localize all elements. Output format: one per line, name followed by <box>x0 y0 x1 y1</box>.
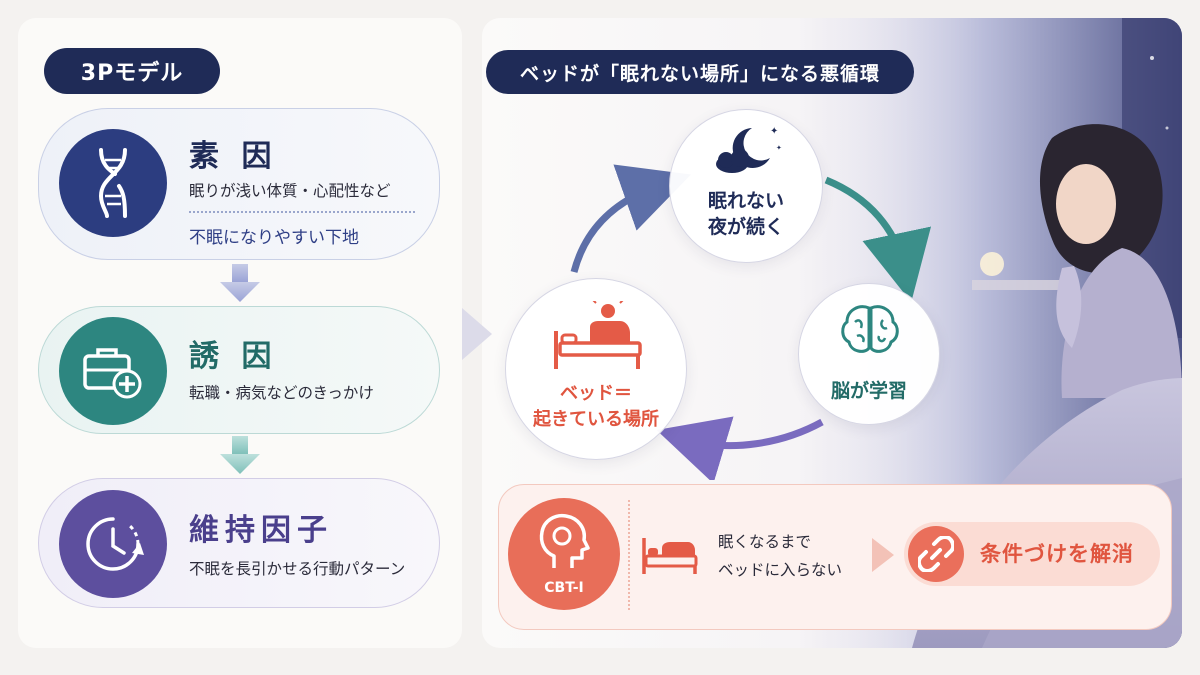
dna-icon <box>59 129 167 237</box>
cycle-node-brain-learns: 脳が学習 <box>798 283 940 425</box>
factor-card-precipitating: 誘 因 転職・病気などのきっかけ <box>38 306 440 434</box>
brain-icon <box>841 305 899 353</box>
cbt-instruction: 眠くなるまで ベッドに入らない <box>718 528 842 584</box>
factor-subtext: 不眠になりやすい下地 <box>189 228 359 248</box>
dotted-divider <box>628 500 630 610</box>
factor-heading: 誘 因 <box>189 339 278 374</box>
right-title: ベッドが「眠れない場所」になる悪循環 <box>486 50 914 94</box>
left-title: 3Pモデル <box>44 48 220 94</box>
bed-icon <box>642 538 698 574</box>
cbt-result-text: 条件づけを解消 <box>980 542 1134 566</box>
factor-heading: 維持因子 <box>189 513 333 548</box>
factor-description: 不眠を長引かせる行動パターン <box>189 560 406 578</box>
node-line2: 起きている場所 <box>533 409 659 430</box>
moon-cloud-icon: ✦ ✦ <box>716 126 782 173</box>
svg-text:✦: ✦ <box>776 144 782 152</box>
person-in-bed-icon <box>554 301 642 369</box>
factor-card-predisposing: 素 因 眠りが浅い体質・心配性など 不眠になりやすい下地 <box>38 108 440 260</box>
cbt-label: CBT-I <box>544 580 584 596</box>
head-icon <box>539 513 590 568</box>
svg-text:✦: ✦ <box>770 126 778 137</box>
node-line1: 眠れない <box>707 190 784 212</box>
node-label: 脳が学習 <box>830 380 907 402</box>
node-line1: ベッド＝ <box>560 383 632 404</box>
broken-link-icon <box>908 526 964 582</box>
cbt-instruction-line1: 眠くなるまで <box>718 533 812 551</box>
chevron-right-icon <box>872 538 894 572</box>
factor-heading: 素 因 <box>189 139 278 174</box>
briefcase-medical-icon <box>59 317 167 425</box>
factor-description: 眠りが浅い体質・心配性など <box>189 182 391 200</box>
cycle-arrows <box>570 164 932 480</box>
chevron-right-icon <box>462 308 492 360</box>
cycle-node-bed-awake-place: ベッド＝ 起きている場所 <box>505 278 687 460</box>
node-line2: 夜が続く <box>707 216 784 238</box>
factor-card-perpetuating: 維持因子 不眠を長引かせる行動パターン <box>38 478 440 608</box>
cbt-i-badge: CBT-I <box>508 498 620 610</box>
dotted-divider <box>189 211 415 213</box>
cbt-instruction-line2: ベッドに入らない <box>718 561 843 579</box>
down-arrow-icon <box>220 264 260 302</box>
clock-icon <box>59 490 167 598</box>
down-arrow-icon <box>220 436 260 474</box>
cbt-result-pill: 条件づけを解消 <box>904 522 1160 586</box>
cycle-node-sleepless-nights: ✦ ✦ 眠れない 夜が続く <box>669 109 823 263</box>
factor-description: 転職・病気などのきっかけ <box>189 384 374 402</box>
